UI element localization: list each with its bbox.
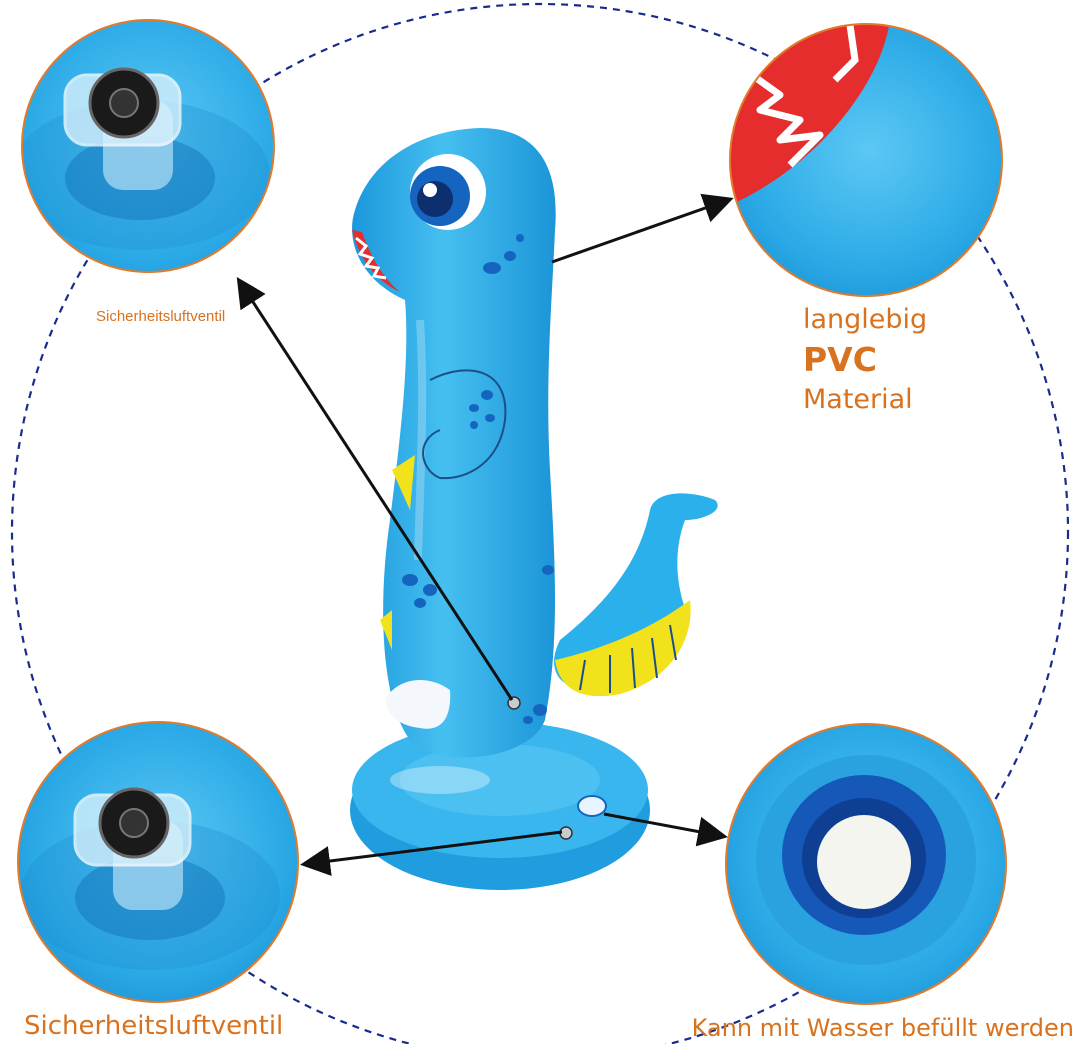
pvc-label: PVC [803, 340, 877, 379]
arrow-pvc [551, 193, 734, 264]
valve-label-bottom: Sicherheitsluftventil [24, 1011, 284, 1041]
water-label: Kann mit Wasser befüllt werden [691, 1014, 1074, 1042]
dashed-ring [11, 3, 1069, 1044]
arrow-valve-bottom [300, 830, 563, 876]
material-label: Material [803, 384, 913, 415]
water-plug-detail [725, 723, 1007, 1005]
durable-label: langlebig [803, 304, 928, 335]
pvc-detail [729, 23, 1003, 297]
valve-label-top: Sicherheitsluftventil [96, 308, 226, 325]
arrow-water-plug [603, 812, 728, 847]
valve-detail-top [21, 19, 275, 273]
valve-detail-bottom [17, 721, 299, 1003]
arrow-valve-top [236, 276, 514, 701]
inflatable-dinosaur [350, 128, 718, 890]
water-plug-icon [817, 815, 911, 909]
